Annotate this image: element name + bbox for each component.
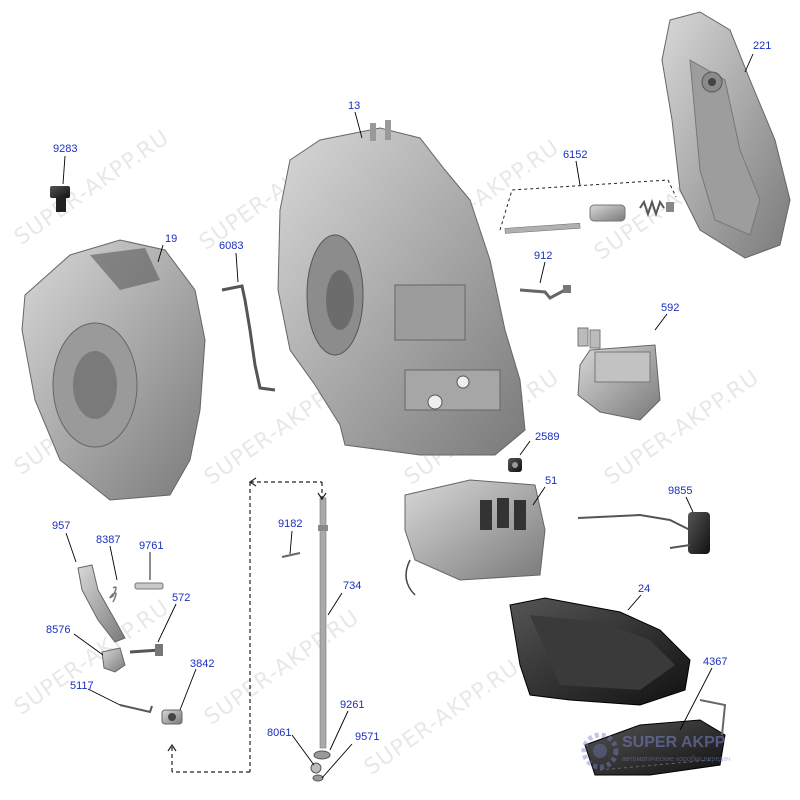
part-8061-nut (310, 762, 322, 774)
arrowhead (248, 477, 257, 487)
callout-912: 912 (534, 250, 553, 262)
callout-5117: 5117 (70, 680, 94, 692)
arrowhead (167, 743, 177, 752)
part-6083-bent-rod (221, 284, 276, 392)
part-912-pipe (519, 285, 571, 300)
part-9761-pin (134, 582, 164, 590)
callout-221: 221 (753, 40, 772, 52)
part-19-converter-housing (21, 239, 206, 501)
part-8387-spring (109, 586, 117, 603)
callout-957: 957 (52, 520, 71, 532)
part-572-bolt (129, 644, 163, 656)
callout-13: 13 (348, 100, 361, 112)
part-8576-bracket (101, 647, 126, 673)
callout-51: 51 (545, 475, 558, 487)
logo-subtitle: автоматические коробки передач (622, 756, 731, 763)
part-9283-sensor (50, 186, 70, 212)
callout-24: 24 (638, 583, 651, 595)
callout-6083: 6083 (219, 240, 244, 252)
part-9855-harness (577, 512, 710, 554)
part-4367-strainer (584, 699, 727, 776)
callout-6152: 6152 (563, 149, 588, 161)
part-734-shaft (318, 497, 328, 749)
callout-9261: 9261 (340, 699, 365, 711)
callout-19: 19 (165, 233, 178, 245)
part-9571-clip (312, 774, 324, 782)
callout-8387: 8387 (96, 534, 121, 546)
gear-logo-icon (581, 732, 619, 770)
part-592-oil-cooler (577, 327, 661, 421)
callout-9855: 9855 (668, 485, 693, 497)
leader-lines (62, 53, 754, 779)
callout-4367: 4367 (703, 656, 728, 668)
callout-8576: 8576 (46, 624, 71, 636)
part-5117-detent (119, 704, 153, 714)
part-24-oil-pan (509, 597, 691, 706)
callout-572: 572 (172, 592, 191, 604)
logo-title: SUPER AKPP (622, 734, 726, 751)
arrowhead (317, 492, 327, 501)
callout-734: 734 (343, 580, 362, 592)
callout-9182: 9182 (278, 518, 303, 530)
dashed-connector (171, 481, 323, 773)
part-13-transmission-case (277, 120, 526, 456)
part-2589-pressure-sensor (508, 458, 522, 472)
callout-9761: 9761 (139, 540, 164, 552)
part-51-valve-body (404, 479, 546, 596)
callout-9571: 9571 (355, 731, 380, 743)
callout-592: 592 (661, 302, 680, 314)
callout-8061: 8061 (267, 727, 292, 739)
part-6152-parking-rod (504, 198, 674, 234)
brand-logo: SUPER AKPP автоматические коробки переда… (578, 728, 768, 774)
part-221-rear-cover (661, 11, 791, 259)
part-957-lever (77, 564, 126, 643)
callout-3842: 3842 (190, 658, 215, 670)
part-9182-pin (281, 552, 301, 558)
part-9261-washer (313, 750, 331, 760)
dashed-bracket-6152 (499, 179, 677, 231)
callout-2589: 2589 (535, 431, 560, 443)
callout-9283: 9283 (53, 143, 78, 155)
part-3842-roller (161, 709, 183, 725)
